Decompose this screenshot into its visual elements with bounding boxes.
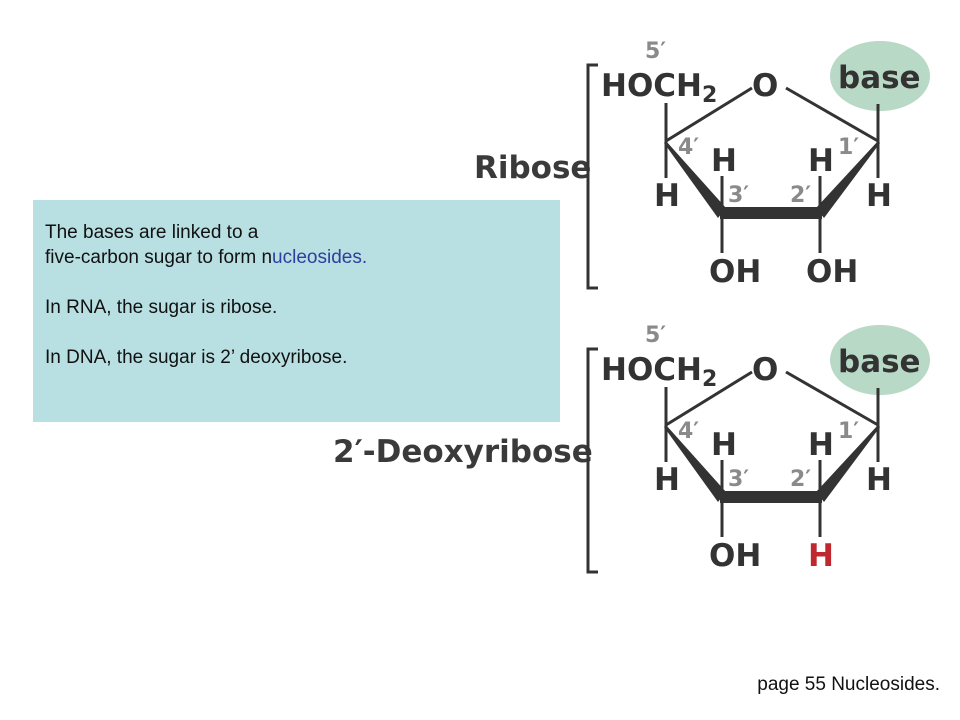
deoxyribose-bond-c3-c2 [720, 491, 822, 503]
ribose-bond-c2-c1 [816, 141, 880, 218]
deoxyribose-right-h: H [866, 462, 892, 498]
ribose-right-h: H [866, 178, 892, 214]
note-nucleosides-highlight: ucleosides. [272, 247, 368, 268]
ribose-pos5-label: 5′ [645, 39, 666, 64]
deoxyribose-name-label: 2′-Deoxyribose [333, 434, 593, 470]
ribose-c2-h: H [808, 143, 834, 179]
ribose-ring-oxygen: O [752, 68, 778, 104]
deoxyribose-base-blob [830, 325, 930, 395]
page-footer: page 55 Nucleosides. [757, 674, 940, 695]
ribose-bracket [586, 63, 598, 290]
note-line-2-prefix: five-carbon sugar to form n [45, 247, 273, 268]
note-line-4: In DNA, the sugar is 2’ deoxyribose. [45, 347, 348, 368]
ribose-bond-c4-o [665, 86, 753, 143]
deoxyribose-bond-c4-c3 [664, 425, 726, 502]
ribose-left-h: H [654, 178, 680, 214]
note-line-2: five-carbon sugar to form nucleosides. [45, 245, 548, 270]
deoxyribose-pos3-label: 3′ [728, 467, 749, 492]
deoxyribose-pos4-label: 4′ [678, 419, 699, 444]
deoxyribose-ring-oxygen: O [752, 352, 778, 388]
ribose-pos1-label: 1′ [838, 135, 859, 160]
ribose-c2-oh: OH [806, 254, 858, 290]
deoxyribose-base-label: base [838, 344, 921, 380]
deoxyribose-structure: 2′-Deoxyribose base 5′ HOCH2 O 4′ 1′ 3′ … [333, 323, 930, 574]
ribose-structure: Ribose base 5′ HOCH2 O 4′ 1′ 3′ 2′ [474, 39, 930, 290]
ribose-c3-h: H [711, 143, 737, 179]
ribose-bond-c4-c3 [664, 141, 726, 218]
note-line-1: The bases are linked to a [45, 222, 259, 243]
deoxyribose-pos1-label: 1′ [838, 419, 859, 444]
ribose-pos4-label: 4′ [678, 135, 699, 160]
deoxyribose-bond-c2-c1 [816, 425, 880, 502]
deoxyribose-pos2-label: 2′ [790, 467, 811, 492]
deoxyribose-c3-h: H [711, 427, 737, 463]
ribose-bond-o-c1 [785, 86, 879, 143]
deoxyribose-bond-o-c1 [785, 370, 879, 427]
note-line-3: In RNA, the sugar is ribose. [45, 297, 278, 318]
ribose-pos2-label: 2′ [790, 183, 811, 208]
ribose-bond-c3-c2 [720, 207, 822, 219]
deoxyribose-c3-oh: OH [709, 538, 761, 574]
ribose-pos3-label: 3′ [728, 183, 749, 208]
deoxyribose-bond-c4-o [665, 370, 753, 427]
deoxyribose-c2-h: H [808, 427, 834, 463]
ribose-name-label: Ribose [474, 150, 591, 186]
deoxyribose-hoch2-label: HOCH2 [601, 352, 717, 392]
deoxyribose-bracket [586, 347, 598, 574]
ribose-hoch2-label: HOCH2 [601, 68, 717, 108]
ribose-base-blob [830, 41, 930, 111]
ribose-c3-oh: OH [709, 254, 761, 290]
deoxyribose-left-h: H [654, 462, 680, 498]
deoxyribose-c2-h-red: H [808, 538, 834, 574]
deoxyribose-pos5-label: 5′ [645, 323, 666, 348]
explanation-note-box: The bases are linked to a five-carbon su… [33, 200, 560, 422]
ribose-base-label: base [838, 60, 921, 96]
